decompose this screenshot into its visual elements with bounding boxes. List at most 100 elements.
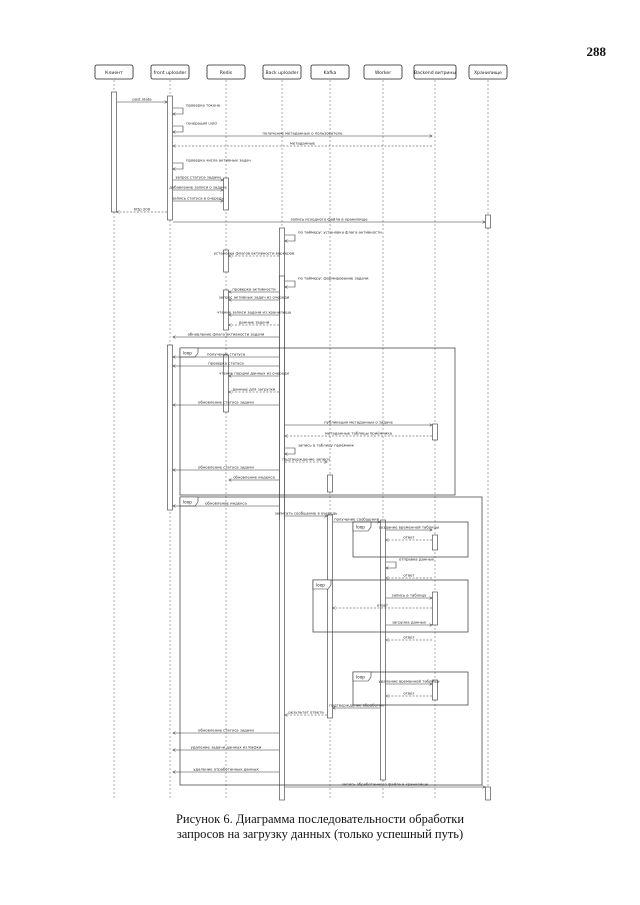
message-label: проверка активности [232,287,276,292]
activation-bar [327,474,333,493]
message-label: обновление статуса задачи [198,400,254,405]
message-label: подтверждение записи [282,457,330,462]
fragment-tag [179,496,199,507]
message-label: проверка числа активных задач [186,158,251,163]
message-label: обновление флага активности задачи [188,332,265,337]
message-label: обновление индекса [233,475,275,480]
participant-label: Back uploader [266,70,299,76]
fragment-label: loop [356,525,365,530]
message-label: запись в таблицу приёмник [298,443,355,448]
fragment-label: loop [316,583,325,588]
fragment-label: loop [356,675,365,680]
activation-bar [223,354,229,413]
message-label: добавление записи о задаче [169,185,227,190]
message-label: получение метаданных о пользователе [263,131,344,136]
activation-bar [223,249,229,273]
activation-bar [432,591,438,626]
participant-label: Хранилище [474,70,502,76]
activation-bar [111,91,117,213]
fragment-tag [179,347,199,358]
self-message-arrow [285,447,296,454]
participant-box [150,64,190,80]
participant-box [262,64,302,80]
message-label: установка флагов активности воркеров [214,251,295,256]
message-label: метаданные [290,141,316,146]
caption-line-1: Рисунок 6. Диаграмма последовательности … [175,812,465,826]
activation-bar [223,289,229,331]
message-label: post /data [132,97,151,102]
message-label: по таймеру: установка флага активности [298,230,382,235]
message-label: запрос статуса задачи [175,175,221,180]
message-label: генерация uuid [186,121,217,126]
self-message-arrow [173,107,184,114]
message-label: ответ [377,603,389,608]
self-message-arrow [173,162,184,169]
message-label: обновление индекса [205,501,247,506]
fragment-frame [352,521,469,558]
message-label: запись статуса в очередь [172,196,224,201]
activation-bar [432,534,438,551]
message-label: данные для загрузки [233,387,276,392]
fragment-label: loop [183,351,192,356]
self-message-arrow [386,561,397,568]
message-label: ответ [403,635,415,640]
participant-label: Клиент [105,70,123,76]
self-message-arrow [285,280,296,287]
message-label: запись обработанного файла в хранилище [342,782,429,787]
message-label: чтение записи задачи из хранилища [217,310,291,315]
self-message-arrow [173,125,184,132]
participant-box [413,64,457,80]
participant-label: Kafka [324,70,337,76]
message-label: отправка данных [399,557,435,562]
fragment-frame [312,579,469,633]
participant-box [468,64,508,80]
participant-label: front uploader [154,70,187,76]
message-label: записать сообщение в очередь [275,511,339,516]
activation-bar [485,214,491,229]
message-label: чтение порции данных из очереди [219,371,290,376]
participant-box [310,64,350,80]
activation-bar [432,679,438,701]
message-label: проверка статуса [208,361,244,366]
activation-bar [380,519,386,781]
fragment-label: loop [183,500,192,505]
message-label: обновление статуса задачи [198,465,254,470]
message-label: публикация метаданных о задаче [324,420,393,425]
message-label: данные задачи [239,320,270,325]
participant-box [206,64,246,80]
message-label: подтверждение обработки [329,703,384,708]
participant-label: Backend витрины [414,70,456,76]
participant-box [363,64,403,80]
activation-bar [485,786,491,801]
message-label: запись исходного файла в хранилище [290,217,368,222]
fragment-frame [179,347,456,496]
activation-bar [167,344,173,511]
activation-bar [167,95,173,221]
page-number: 288 [586,44,607,59]
activation-bar [432,423,438,441]
self-message-arrow [285,234,296,241]
participant-label: Worker [375,70,391,76]
message-label: http 200 [134,207,151,212]
fragment-tag [312,579,332,590]
message-label: создание временной таблицы [379,525,439,530]
fragment-tag [352,671,372,682]
message-label: удаление временной таблицы [379,679,440,684]
message-label: проверка токена [186,103,220,108]
figure-caption: Рисунок 6. Диаграмма последовательности … [0,812,640,842]
message-label: удаление задачи данных из Кафки [191,745,262,750]
message-label: метаданные таблицы приёмника [325,431,392,436]
message-label: получение статуса [207,352,245,357]
fragment-frame [352,671,469,706]
message-label: ответ [403,691,415,696]
message-label: запрос активных задач из очереди [219,295,290,300]
message-label: результат ответа [288,710,323,715]
message-label: получение сообщения [334,517,379,522]
participant-box [94,64,134,80]
message-label: ответ [403,535,415,540]
message-label: по таймеру: формирование задачи [298,276,369,281]
participant-label: Redis [220,70,233,76]
message-label: загрузка данных [392,620,427,625]
activation-bar [327,514,333,719]
